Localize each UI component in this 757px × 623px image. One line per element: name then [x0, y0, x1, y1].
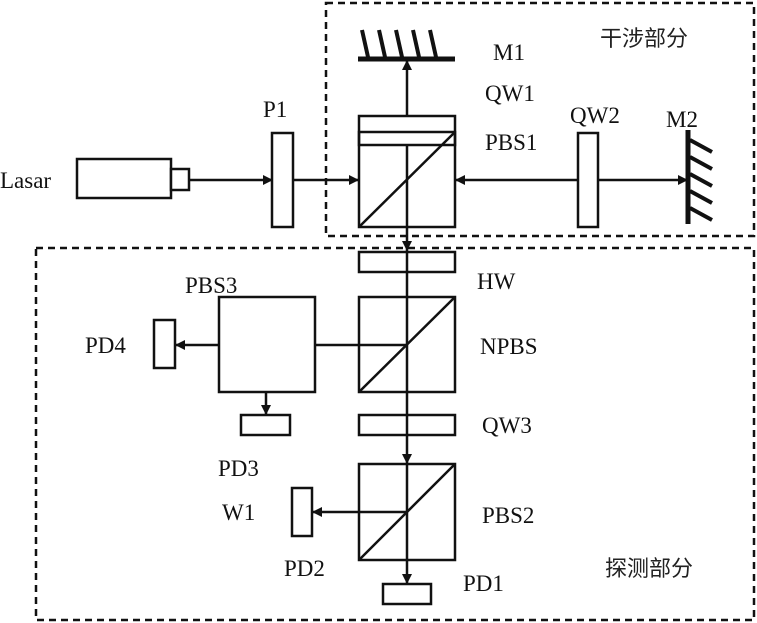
label-qw1: QW1	[485, 81, 535, 106]
detection-section-label: 探测部分	[605, 557, 693, 582]
label-laser: Lasar	[0, 168, 51, 193]
label-p1: P1	[263, 97, 287, 122]
label-pbs3: PBS3	[185, 273, 237, 298]
label-qw2: QW2	[570, 103, 620, 128]
label-npbs: NPBS	[480, 334, 538, 359]
mirror-m1	[358, 29, 455, 62]
label-pd4: PD4	[85, 333, 126, 358]
label-m2: M2	[666, 107, 698, 132]
detection-section-box	[34, 246, 756, 622]
label-pd2: PD2	[284, 556, 325, 581]
photodetector-pd4	[152, 318, 177, 370]
label-pd1: PD1	[463, 571, 504, 596]
interference-section-label: 干涉部分	[600, 27, 688, 52]
label-w1: W1	[222, 500, 255, 525]
photodetector-pd3	[239, 413, 292, 437]
label-qw3: QW3	[482, 413, 532, 438]
photodetector-w1	[290, 486, 314, 538]
label-pbs2: PBS2	[482, 503, 534, 528]
beam-splitter-pbs3	[217, 295, 317, 394]
label-m1: M1	[493, 40, 525, 65]
beam-splitter-pbs1	[357, 130, 457, 229]
laser-body	[75, 157, 173, 200]
label-pbs1: PBS1	[485, 130, 537, 155]
beam-splitter-npbs	[357, 295, 457, 394]
photodetector-pd1	[381, 582, 433, 606]
polarizer-p1	[270, 131, 295, 229]
label-hw: HW	[477, 269, 516, 294]
beam-splitter-pbs2	[357, 462, 457, 562]
mirror-m2	[685, 130, 713, 224]
quarter-wave-plate-qw2	[576, 131, 600, 229]
label-pd3: PD3	[218, 456, 259, 481]
interference-section-box	[324, 1, 756, 238]
laser-aperture	[169, 167, 191, 192]
quarter-wave-plate-qw1	[357, 114, 457, 147]
